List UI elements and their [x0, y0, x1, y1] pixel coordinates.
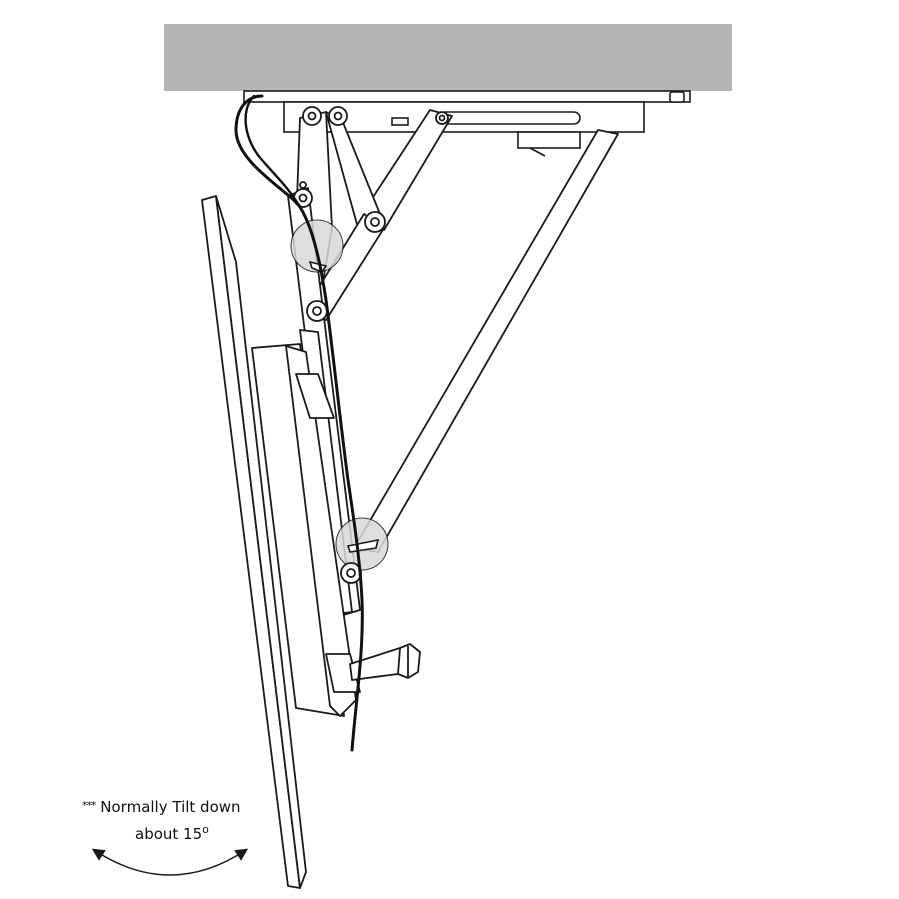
pivot-bolt-icon	[435, 111, 449, 125]
tilt-lock-handle	[349, 643, 421, 681]
tilt-arrow-icon	[91, 848, 249, 876]
power-cable	[244, 94, 300, 206]
tilt-note-line-2: about 15o	[135, 824, 209, 843]
pivot-bolt-icon	[299, 181, 307, 189]
note-text-2: about 15	[135, 825, 203, 843]
note-asterisks: ***	[82, 799, 96, 812]
display-back-plate	[251, 343, 361, 717]
degree-symbol: o	[202, 823, 209, 836]
tilt-note-line-1: *** Normally Tilt down	[82, 800, 241, 815]
note-text-1: Normally Tilt down	[100, 798, 241, 816]
pivot-bolt-icon	[364, 211, 386, 233]
pivot-bolt-icon	[306, 300, 328, 322]
cable-clip	[346, 538, 380, 553]
pivot-bolt-icon	[302, 106, 322, 126]
pivot-bolt-icon	[328, 106, 348, 126]
tv-panel	[201, 195, 307, 889]
power-cable	[234, 94, 364, 752]
ceiling-block	[164, 24, 732, 91]
